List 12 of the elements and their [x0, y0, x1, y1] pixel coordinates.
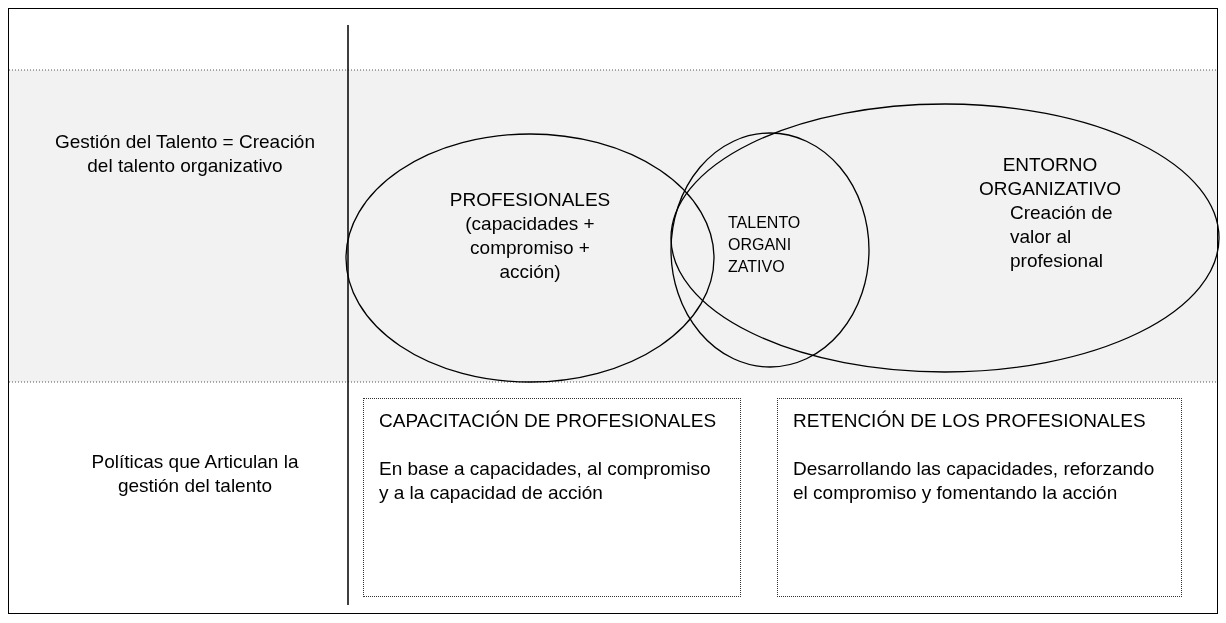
node-heading: CAPACITACIÓN DE PROFESIONALES: [379, 409, 718, 433]
node-heading: ENTORNO ORGANIZATIVO: [977, 153, 1123, 201]
node-text: En base a capacidades, al compromiso y a la capacidad de acción: [379, 457, 712, 505]
node-heading: PROFESIONALES (capacidades + compromiso + acción): [448, 188, 612, 284]
node-text: Desarrollando las capacidades, reforzando el compromiso y fomentando la acción: [793, 457, 1156, 505]
node-text: Creación de valor al profesional: [1010, 201, 1114, 273]
policy-box: [363, 398, 741, 597]
node-heading: RETENCIÓN DE LOS PROFESIONALES: [793, 409, 1147, 433]
node-heading: TALENTO ORGANI ZATIVO: [728, 213, 802, 277]
policy-box: [777, 398, 1182, 597]
row-label: Gestión del Talento = Creación del talento organizativo: [54, 130, 316, 178]
row-label: Políticas que Articulan la gestión del talento: [90, 450, 300, 498]
